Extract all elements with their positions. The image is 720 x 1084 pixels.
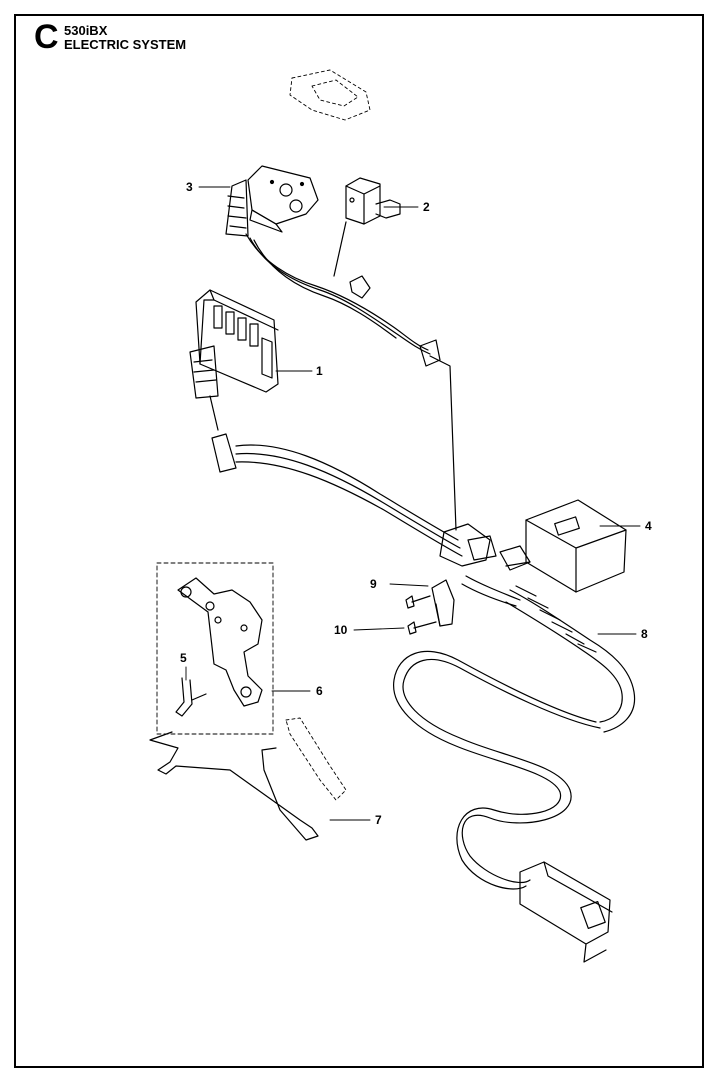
section-letter: C [34,18,59,56]
model-label: 530iBX [64,23,108,38]
callout-2: 2 [423,200,430,214]
callout-10: 10 [334,623,348,637]
callout-4: 4 [645,519,652,533]
part-10-screws [405,595,437,635]
callout-5: 5 [180,651,187,665]
callout-9: 9 [370,577,377,591]
callout-1: 1 [316,364,323,378]
callout-3: 3 [186,180,193,194]
callout-7: 7 [375,813,382,827]
part-7-wire-sensor [149,717,347,841]
page-frame [14,14,704,1068]
upper-harness [245,221,441,367]
leader-lines [185,186,641,821]
part-9-clamp [431,579,455,627]
part-5-contact [175,677,207,717]
callout-labels: 1 2 3 4 5 6 7 8 9 10 [180,180,652,827]
part-3-switch-unit [225,165,319,237]
part-6-bracket-group [156,562,274,735]
title-block: 530iBX ELECTRIC SYSTEM [64,24,186,52]
part-2-potentiometer [345,177,401,225]
callout-6: 6 [316,684,323,698]
part-1-control-board [189,289,279,431]
ghost-handle-cover [289,69,371,121]
main-harness [211,355,531,571]
system-title: ELECTRIC SYSTEM [64,37,187,52]
callout-8: 8 [641,627,648,641]
part-8-power-cable [393,575,636,963]
part-4-indicator-box [505,499,627,593]
